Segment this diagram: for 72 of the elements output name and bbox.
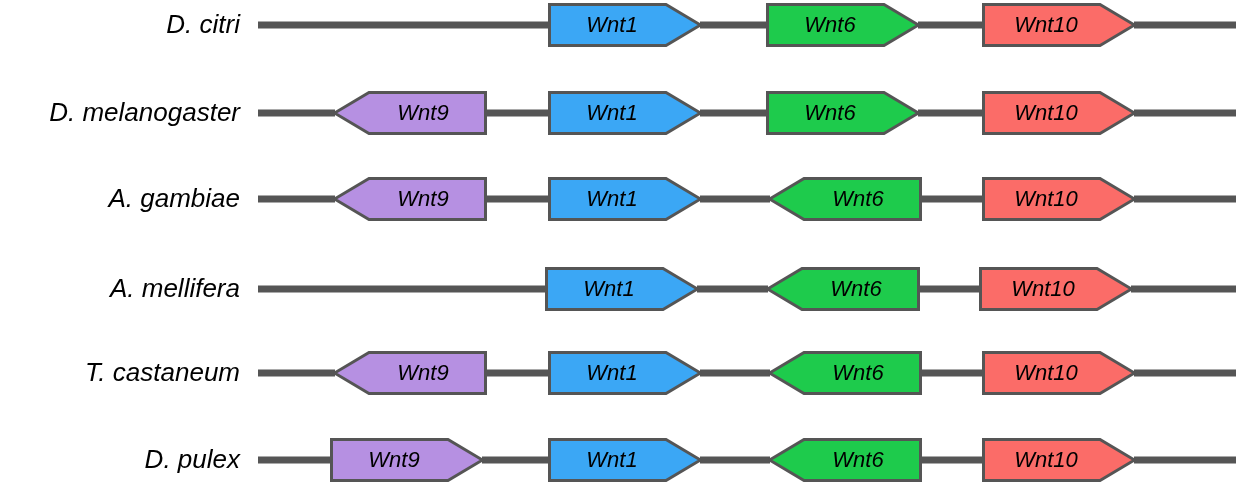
chromosome-line bbox=[920, 456, 984, 464]
gene-name: Wnt10 bbox=[1011, 278, 1075, 300]
chromosome-line bbox=[918, 109, 984, 117]
gene-name: Wnt9 bbox=[368, 449, 420, 471]
gene-block bbox=[330, 438, 484, 482]
gene-block bbox=[982, 91, 1136, 135]
species-label: D. pulex bbox=[144, 446, 252, 472]
gene-name: Wnt6 bbox=[832, 449, 884, 471]
gene-block bbox=[768, 351, 922, 395]
gene-name: Wnt10 bbox=[1014, 102, 1078, 124]
gene-name: Wnt6 bbox=[832, 188, 884, 210]
chromosome-line bbox=[1134, 369, 1236, 377]
gene-block bbox=[548, 3, 702, 47]
gene-block bbox=[333, 91, 487, 135]
gene-block bbox=[982, 438, 1136, 482]
chromosome-line bbox=[700, 195, 770, 203]
species-label: D. citri bbox=[166, 11, 252, 37]
gene-block bbox=[766, 91, 920, 135]
gene-name: Wnt9 bbox=[397, 362, 449, 384]
gene-name: Wnt1 bbox=[586, 449, 638, 471]
gene-block bbox=[982, 3, 1136, 47]
gene-block bbox=[333, 177, 487, 221]
chromosome-line bbox=[1134, 195, 1236, 203]
gene-name: Wnt1 bbox=[583, 278, 635, 300]
gene-name: Wnt9 bbox=[397, 102, 449, 124]
gene-name: Wnt6 bbox=[804, 14, 856, 36]
chromosome-line bbox=[918, 21, 984, 29]
chromosome-line bbox=[918, 285, 981, 293]
gene-name: Wnt6 bbox=[830, 278, 882, 300]
gene-name: Wnt1 bbox=[586, 362, 638, 384]
gene-name: Wnt10 bbox=[1014, 14, 1078, 36]
chromosome-line bbox=[485, 195, 550, 203]
gene-name: Wnt10 bbox=[1014, 362, 1078, 384]
gene-block bbox=[333, 351, 487, 395]
chromosome-line bbox=[700, 109, 768, 117]
gene-block bbox=[766, 3, 920, 47]
species-label: A. mellifera bbox=[109, 275, 252, 301]
species-label: A. gambiae bbox=[108, 185, 252, 211]
chromosome-line bbox=[700, 456, 770, 464]
chromosome-line bbox=[482, 456, 550, 464]
gene-block bbox=[548, 438, 702, 482]
gene-block bbox=[982, 351, 1136, 395]
chromosome-line bbox=[920, 369, 984, 377]
gene-block bbox=[548, 351, 702, 395]
chromosome-line bbox=[700, 21, 768, 29]
gene-name: Wnt6 bbox=[804, 102, 856, 124]
gene-block bbox=[982, 177, 1136, 221]
chromosome-line bbox=[1134, 456, 1236, 464]
chromosome-line bbox=[697, 285, 768, 293]
gene-name: Wnt1 bbox=[586, 188, 638, 210]
gene-block bbox=[979, 267, 1133, 311]
gene-name: Wnt6 bbox=[832, 362, 884, 384]
chromosome-line bbox=[700, 369, 770, 377]
species-label: T. castaneum bbox=[84, 359, 252, 385]
gene-name: Wnt10 bbox=[1014, 188, 1078, 210]
chromosome-line bbox=[920, 195, 984, 203]
gene-name: Wnt9 bbox=[397, 188, 449, 210]
gene-block bbox=[548, 91, 702, 135]
gene-block bbox=[766, 267, 920, 311]
gene-name: Wnt1 bbox=[586, 14, 638, 36]
gene-name: Wnt1 bbox=[586, 102, 638, 124]
gene-name: Wnt10 bbox=[1014, 449, 1078, 471]
chromosome-line bbox=[485, 369, 550, 377]
gene-block bbox=[768, 438, 922, 482]
species-label: D. melanogaster bbox=[49, 99, 252, 125]
chromosome-line bbox=[1131, 285, 1236, 293]
chromosome-line bbox=[485, 109, 550, 117]
chromosome-line bbox=[1134, 109, 1236, 117]
gene-block bbox=[545, 267, 699, 311]
gene-block bbox=[768, 177, 922, 221]
chromosome-line bbox=[1134, 21, 1236, 29]
gene-block bbox=[548, 177, 702, 221]
